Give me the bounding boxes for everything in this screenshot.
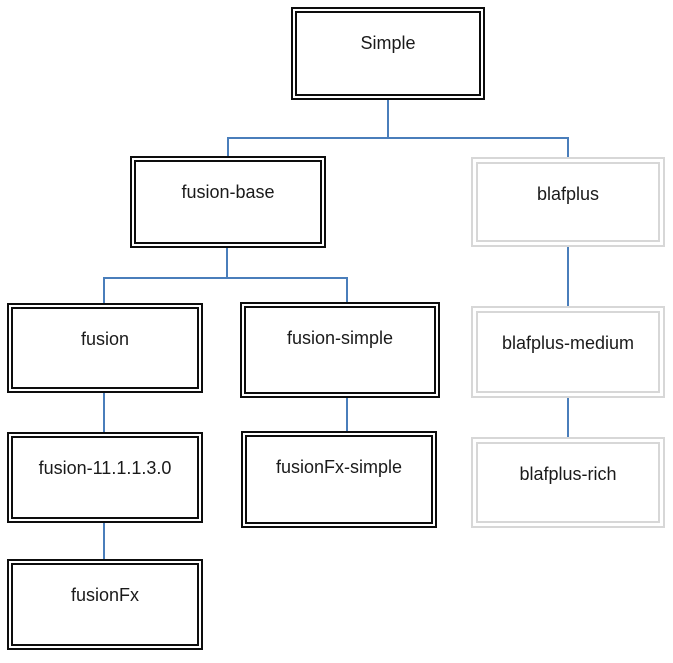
node-label: fusion-11.1.1.3.0	[38, 458, 172, 478]
edge-to-fusion	[103, 277, 105, 305]
node-fusionfx-simple: fusionFx-simple	[241, 431, 437, 528]
node-simple-frame: Simple	[295, 11, 481, 96]
node-fusion-11-frame: fusion-11.1.1.3.0	[11, 436, 199, 519]
node-label: fusion	[80, 329, 130, 349]
edge-simple-stem	[387, 100, 389, 139]
node-fusionfx: fusionFx	[7, 559, 203, 650]
edge-fusion-base-stem	[226, 248, 228, 279]
edge-simple-crossbar	[227, 137, 569, 139]
node-label: fusion-base	[181, 182, 275, 202]
node-fusion-frame: fusion	[11, 307, 199, 389]
node-fusion-11-1-1-3-0: fusion-11.1.1.3.0	[7, 432, 203, 523]
edge-medium-to-rich	[567, 397, 569, 439]
node-label: blafplus-medium	[501, 333, 635, 353]
edge-to-fusion-simple	[346, 277, 348, 304]
node-fusion-base: fusion-base	[130, 156, 326, 248]
node-fusion-simple: fusion-simple	[240, 302, 440, 398]
edge-to-fusion-base	[227, 137, 229, 158]
edge-blafplus-to-medium	[567, 247, 569, 308]
node-label: blafplus	[536, 184, 600, 204]
node-blafplus-frame: blafplus	[476, 162, 660, 242]
node-label: blafplus-rich	[519, 464, 617, 484]
node-label: fusionFx-simple	[275, 457, 403, 477]
edge-11-to-fusionfx	[103, 522, 105, 561]
node-label: fusion-simple	[286, 328, 394, 348]
node-fusion-simple-frame: fusion-simple	[244, 306, 436, 394]
node-blafplus-rich-frame: blafplus-rich	[476, 442, 660, 523]
node-fusionfx-simple-frame: fusionFx-simple	[245, 435, 433, 524]
node-blafplus-medium-frame: blafplus-medium	[476, 311, 660, 393]
node-fusionfx-frame: fusionFx	[11, 563, 199, 646]
node-fusion-base-frame: fusion-base	[134, 160, 322, 244]
edge-fusion-to-11	[103, 393, 105, 434]
edge-fusion-base-crossbar	[103, 277, 348, 279]
node-simple: Simple	[291, 7, 485, 100]
node-blafplus: blafplus	[471, 157, 665, 247]
edge-simple-to-fxsimple	[346, 398, 348, 433]
node-label: Simple	[360, 33, 416, 53]
node-fusion: fusion	[7, 303, 203, 393]
edge-to-blafplus	[567, 137, 569, 159]
node-blafplus-medium: blafplus-medium	[471, 306, 665, 398]
node-blafplus-rich: blafplus-rich	[471, 437, 665, 528]
node-label: fusionFx	[70, 585, 140, 605]
